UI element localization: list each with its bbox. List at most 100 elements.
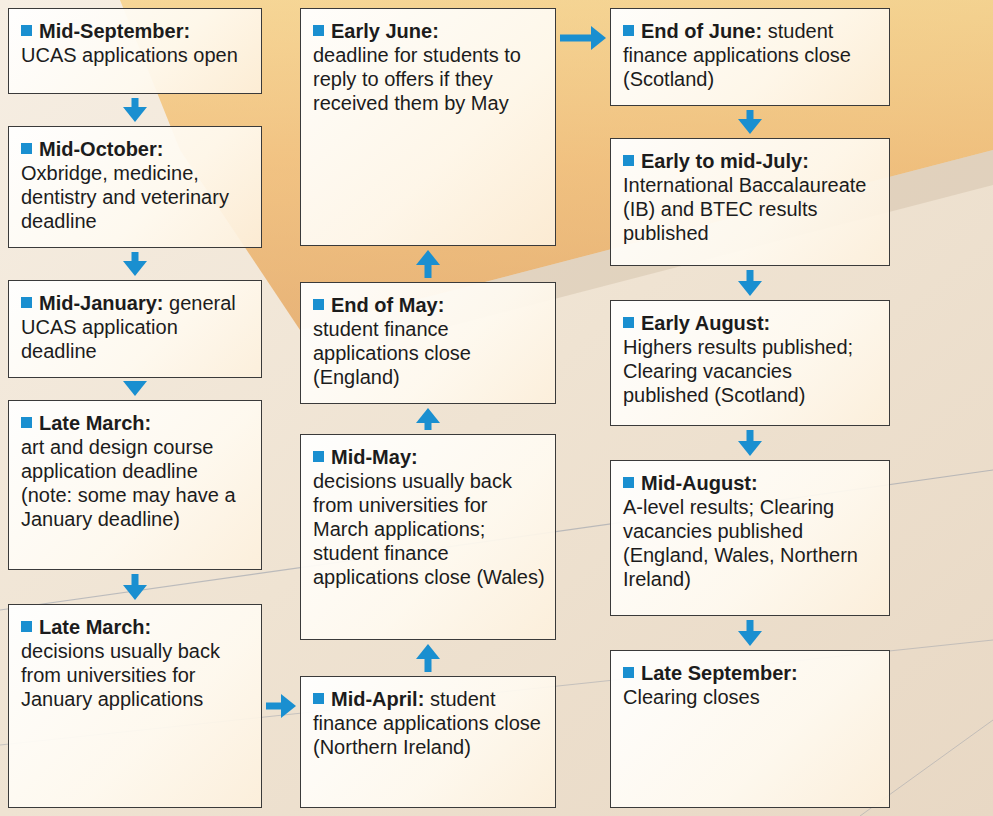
box-text: Mid-September:UCAS applications open: [21, 19, 251, 67]
event-text: student finance applications close (Engl…: [313, 317, 545, 389]
event-text: Highers results published; Clearing vaca…: [623, 335, 879, 407]
date-heading: Early June:: [331, 20, 439, 42]
arrow-shaft: [747, 620, 754, 632]
arrow-shaft: [747, 430, 754, 442]
date-heading: Early August:: [641, 312, 770, 334]
arrow-shaft: [747, 110, 754, 120]
arrow-head: [738, 119, 762, 134]
date-heading: End of May:: [331, 294, 444, 316]
date-heading: Late September:: [641, 662, 798, 684]
arrow-shaft: [425, 422, 432, 430]
event-text: decisions usually back from universities…: [21, 639, 251, 711]
timeline-box: Early June:deadline for students to repl…: [300, 8, 556, 246]
arrow-head: [123, 261, 147, 276]
date-heading: End of June:: [641, 20, 762, 42]
square-bullet: [623, 317, 634, 328]
arrow-head: [416, 250, 440, 265]
square-bullet: [623, 25, 634, 36]
flow-arrow: [416, 408, 440, 430]
timeline-box: Mid-April:student finance applications c…: [300, 676, 556, 808]
arrow-shaft: [132, 98, 139, 108]
arrow-shaft: [425, 658, 432, 672]
flow-arrow: [123, 98, 147, 122]
timeline-box: Mid-May:decisions usually back from univ…: [300, 434, 556, 640]
event-text: decisions usually back from universities…: [313, 469, 545, 589]
flow-arrow: [738, 110, 762, 134]
square-bullet: [313, 25, 324, 36]
box-text: Mid-April:student finance applications c…: [313, 687, 545, 759]
event-text: A-level results; Clearing vacancies publ…: [623, 495, 879, 591]
arrow-head: [123, 107, 147, 122]
box-text: Mid-May:decisions usually back from univ…: [313, 445, 545, 589]
date-heading: Late March:: [39, 616, 151, 638]
flow-arrow: [738, 430, 762, 456]
arrow-shaft: [266, 703, 282, 710]
box-text: Mid-August:A-level results; Clearing vac…: [623, 471, 879, 591]
flow-arrow: [123, 381, 147, 396]
arrow-head: [123, 381, 147, 396]
arrow-shaft: [425, 264, 432, 278]
square-bullet: [623, 477, 634, 488]
box-text: Late March:decisions usually back from u…: [21, 615, 251, 711]
arrow-head: [591, 26, 606, 50]
date-heading: Mid-September:: [39, 20, 190, 42]
event-text: UCAS applications open: [21, 43, 251, 67]
timeline-box: Mid-September:UCAS applications open: [8, 8, 262, 94]
date-heading: Mid-April:: [331, 688, 424, 710]
date-heading: Early to mid-July:: [641, 150, 809, 172]
box-text: End of June:student finance applications…: [623, 19, 879, 91]
flow-arrow: [560, 26, 606, 50]
box-text: Late March:art and design course applica…: [21, 411, 251, 531]
arrow-head: [738, 631, 762, 646]
square-bullet: [623, 667, 634, 678]
flow-arrow: [123, 574, 147, 600]
box-text: Mid-January:general UCAS application dea…: [21, 291, 251, 363]
arrow-shaft: [560, 35, 592, 42]
arrow-head: [416, 408, 440, 423]
timeline-box: Early to mid-July:International Baccalau…: [610, 138, 890, 266]
date-heading: Mid-October:: [39, 138, 163, 160]
date-heading: Late March:: [39, 412, 151, 434]
timeline-box: Late March:art and design course applica…: [8, 400, 262, 570]
date-heading: Mid-May:: [331, 446, 418, 468]
box-text: Mid-October:Oxbridge, medicine, dentistr…: [21, 137, 251, 233]
timeline-box: End of June:student finance applications…: [610, 8, 890, 106]
event-text: deadline for students to reply to offers…: [313, 43, 545, 115]
timeline-box: Mid-January:general UCAS application dea…: [8, 280, 262, 378]
timeline-box: Early August:Highers results published; …: [610, 300, 890, 426]
flow-arrow: [123, 252, 147, 276]
arrow-shaft: [747, 270, 754, 282]
flow-arrow: [416, 644, 440, 672]
arrow-head: [281, 694, 296, 718]
square-bullet: [313, 299, 324, 310]
event-text: International Baccalaureate (IB) and BTE…: [623, 173, 879, 245]
square-bullet: [21, 143, 32, 154]
square-bullet: [623, 155, 634, 166]
square-bullet: [21, 621, 32, 632]
arrow-head: [738, 441, 762, 456]
arrow-head: [738, 281, 762, 296]
timeline-box: End of May:student finance applications …: [300, 282, 556, 404]
flow-arrow: [416, 250, 440, 278]
square-bullet: [21, 297, 32, 308]
square-bullet: [313, 693, 324, 704]
timeline-box: Mid-August:A-level results; Clearing vac…: [610, 460, 890, 616]
date-heading: Mid-August:: [641, 472, 758, 494]
event-text: art and design course application deadli…: [21, 435, 251, 531]
arrow-shaft: [132, 574, 139, 586]
event-text: Oxbridge, medicine, dentistry and veteri…: [21, 161, 251, 233]
arrow-head: [123, 585, 147, 600]
box-text: Early June:deadline for students to repl…: [313, 19, 545, 115]
square-bullet: [21, 25, 32, 36]
timeline-box: Late March:decisions usually back from u…: [8, 604, 262, 808]
arrow-shaft: [132, 252, 139, 262]
square-bullet: [313, 451, 324, 462]
flow-arrow: [266, 694, 296, 718]
arrow-head: [416, 644, 440, 659]
timeline-box: Late September:Clearing closes: [610, 650, 890, 808]
flow-arrow: [738, 620, 762, 646]
date-heading: Mid-January:: [39, 292, 163, 314]
box-text: Late September:Clearing closes: [623, 661, 879, 709]
